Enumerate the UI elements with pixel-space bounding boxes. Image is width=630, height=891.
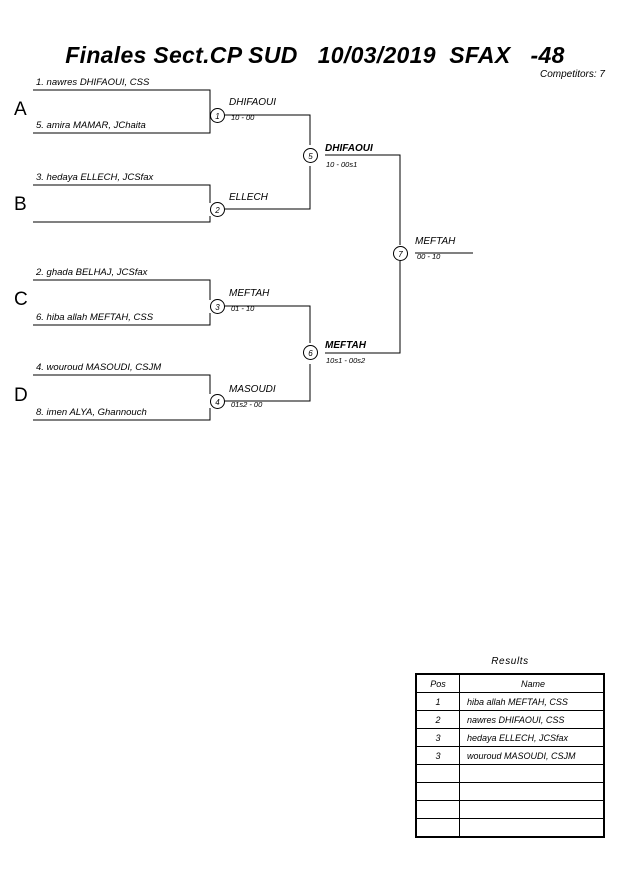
table-row [415,764,605,783]
bracket-lines [33,89,473,421]
result-pos [415,800,460,819]
result-pos: 3 [415,746,460,765]
entry-d-top: 4. wouroud MASOUDI, CSJM [36,362,162,373]
competitors-count: Competitors: 7 [539,69,605,80]
match-number-6[interactable]: 6 [303,345,318,360]
result-pos [415,818,460,838]
group-label-b: B [14,194,27,215]
match-5-winner: DHIFAOUI [325,143,373,154]
match-3-score: 01 - 10 [231,304,255,313]
table-row [415,800,605,819]
table-row: 2 nawres DHIFAOUI, CSS [415,710,605,729]
group-label-c: C [14,289,28,310]
results-table-body: Pos Name 1 hiba allah MEFTAH, CSS 2 nawr… [415,673,605,838]
group-label-d: D [14,385,28,406]
table-row: 3 hedaya ELLECH, JCSfax [415,728,605,747]
match-number-2[interactable]: 2 [210,202,225,217]
line-m5-out [325,154,401,245]
line-d-top [33,374,211,394]
line-d-bottom [33,408,211,421]
table-row: 1 hiba allah MEFTAH, CSS [415,692,605,711]
entry-a-top: 1. nawres DHIFAOUI, CSS [36,77,150,88]
result-name: wouroud MASOUDI, CSJM [459,746,605,765]
match-6-score: 10s1 - 00s2 [326,356,366,365]
match-7-winner: MEFTAH [415,236,456,247]
line-m2-out [225,166,311,210]
result-name [459,764,605,783]
entry-a-bottom: 5. amira MAMAR, JChaita [36,120,146,131]
result-pos: 2 [415,710,460,729]
line-c-bottom [33,313,211,326]
match-number-3[interactable]: 3 [210,299,225,314]
result-pos: 1 [415,692,460,711]
line-m4-out [225,364,311,402]
entry-b-top: 3. hedaya ELLECH, JCSfax [36,172,154,183]
match-1-score: 10 - 00 [231,113,255,122]
match-number-1[interactable]: 1 [210,108,225,123]
result-name: hedaya ELLECH, JCSfax [459,728,605,747]
line-b-bottom [33,216,211,223]
match-6-winner: MEFTAH [325,340,366,351]
results-caption: Results [491,656,529,667]
match-3-winner: MEFTAH [229,288,270,299]
result-name: nawres DHIFAOUI, CSS [459,710,605,729]
page-title: Finales Sect.CP SUD 10/03/2019 SFAX -48 [65,42,565,68]
results-header-pos: Pos [415,673,460,693]
match-4-score: 01s2 - 00 [231,400,263,409]
line-m3-out [225,305,311,343]
match-1-winner: DHIFAOUI [229,97,277,108]
line-c-top [33,279,211,300]
line-m1-out [225,114,311,145]
result-name: hiba allah MEFTAH, CSS [459,692,605,711]
group-label-a: A [14,99,27,120]
match-5-score: 10 - 00s1 [326,160,358,169]
match-number-5[interactable]: 5 [303,148,318,163]
entry-d-bottom: 8. imen ALYA, Ghannouch [36,407,147,418]
result-name [459,782,605,801]
result-pos [415,764,460,783]
result-name [459,800,605,819]
results-table-header-row: Pos Name [415,673,605,693]
table-row [415,782,605,801]
match-7-score: 00 - 10 [417,252,441,261]
table-row [415,818,605,838]
line-b-top [33,184,211,203]
line-m6-out [325,261,401,354]
result-name [459,818,605,838]
results-panel: Results Pos Name 1 hiba allah MEFTAH, CS… [415,656,605,838]
results-header-name: Name [459,673,605,693]
match-2-winner: ELLECH [229,192,268,203]
entry-c-top: 2. ghada BELHAJ, JCSfax [36,267,148,278]
entry-c-bottom: 6. hiba allah MEFTAH, CSS [36,312,154,323]
match-4-winner: MASOUDI [229,384,276,395]
result-pos: 3 [415,728,460,747]
table-row: 3 wouroud MASOUDI, CSJM [415,746,605,765]
match-number-4[interactable]: 4 [210,394,225,409]
result-pos [415,782,460,801]
match-number-7[interactable]: 7 [393,246,408,261]
results-table: Pos Name 1 hiba allah MEFTAH, CSS 2 nawr… [415,673,605,838]
